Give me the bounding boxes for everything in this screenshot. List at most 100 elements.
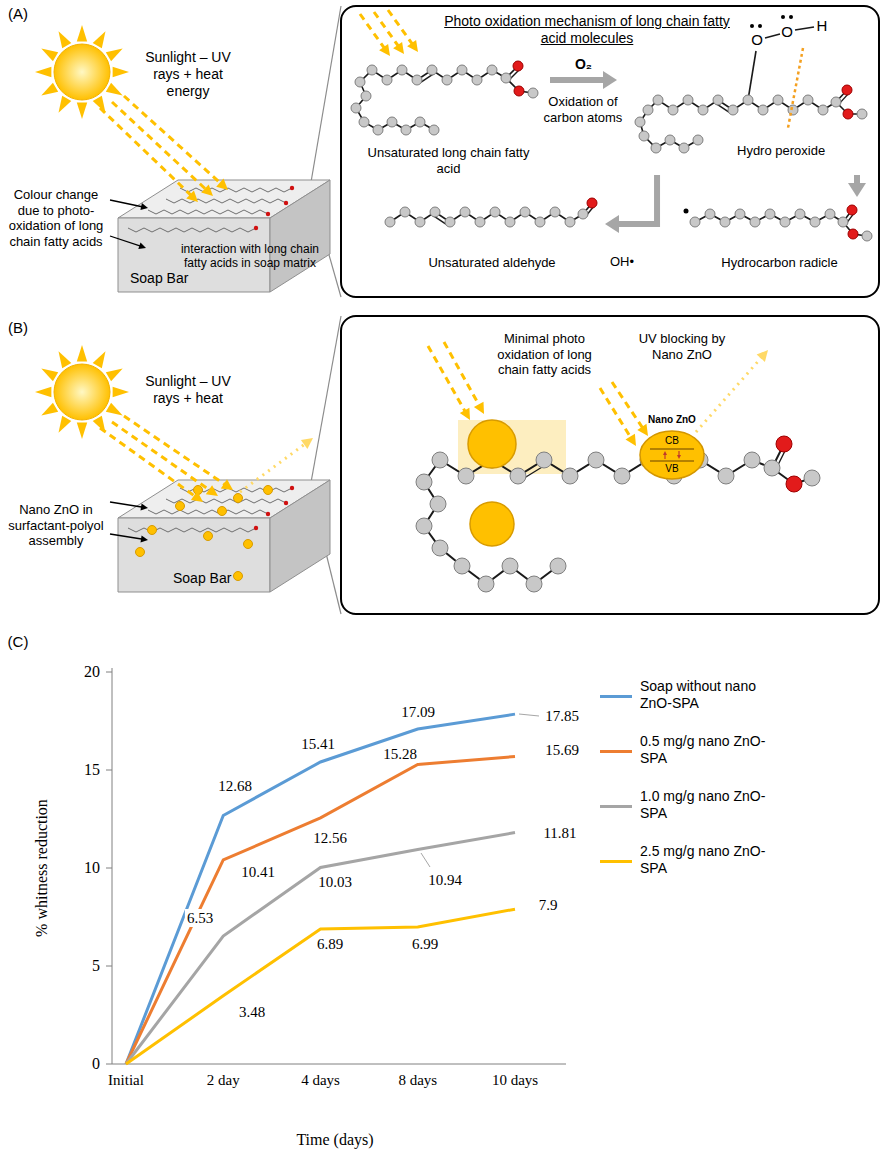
sun-ray [59, 416, 72, 433]
carbon-atom [750, 217, 760, 227]
zoom-line [310, 316, 341, 488]
carbon-atom [351, 103, 361, 113]
zno-nanoparticle [218, 507, 227, 516]
sun-ray [35, 387, 51, 397]
legend-label: Soap without nano ZnO-SPA [640, 678, 785, 712]
carbon-atom [639, 131, 649, 141]
data-label: 7.9 [537, 896, 560, 914]
carbon-atom [475, 217, 485, 227]
carbon-atom [718, 468, 734, 484]
fatty-acid-chain [128, 228, 256, 232]
carbon-atom [430, 207, 440, 217]
uv-rays [428, 342, 768, 446]
band-label: CB [632, 435, 712, 447]
annotation: Sunlight – UV rays + heat energy [133, 49, 243, 99]
sun-ray [93, 351, 106, 368]
sun-ray [93, 31, 106, 48]
zno-nanoparticle [148, 526, 157, 535]
sun-ray [77, 103, 87, 119]
leader-line [421, 853, 430, 867]
carbon-atom [505, 217, 515, 227]
carbon-atom [432, 452, 448, 468]
annotation: Nano ZnO in surfactant-polyol assembly [5, 502, 107, 549]
data-label: 6.99 [410, 935, 440, 953]
carboxyl-head [284, 501, 288, 505]
carbon-atom [416, 518, 432, 534]
radical-label: OH• [610, 254, 634, 270]
tick-mark [106, 966, 112, 967]
fatty-acid-chain [148, 210, 268, 214]
y-axis [112, 668, 113, 1064]
carbon-atom [415, 217, 425, 227]
zno-nanoparticle [244, 540, 253, 549]
arrow-head [605, 215, 619, 233]
zno-nanoparticle [234, 572, 243, 581]
oxygen-atom [847, 205, 857, 215]
data-label: 15.69 [543, 741, 581, 759]
uv-ray [428, 346, 466, 413]
carbon-atom [510, 468, 526, 484]
carbon-atom [643, 105, 653, 115]
annotation: interaction with long chain fatty acids … [180, 242, 320, 271]
sun-ray [59, 96, 72, 113]
axis-title: Time (days) [296, 1130, 373, 1149]
uv-ray [124, 416, 227, 486]
carbon-atom [536, 452, 552, 468]
uv-ray [100, 108, 192, 197]
bar-front-face [118, 518, 270, 592]
callout-arrow [110, 502, 143, 507]
uv-ray-head [379, 44, 390, 56]
bar-side-face [270, 180, 330, 292]
callout-arrow [110, 534, 143, 539]
legend-entry: Soap without nano ZnO-SPA [600, 678, 790, 714]
carbon-atom [355, 77, 365, 87]
sun-ray [106, 403, 123, 416]
reaction-arrow [605, 175, 657, 233]
carbon-atom [728, 105, 738, 115]
bar-side-face [270, 480, 330, 592]
sun-disc [54, 364, 110, 420]
zno-nanoparticle [176, 502, 185, 511]
carbon-atom [460, 207, 470, 217]
oxygen-atom [513, 61, 523, 71]
carbon-atom [397, 65, 407, 75]
carbon-atom [780, 217, 790, 227]
uv-ray-head [216, 179, 228, 191]
annotation: Oxidation of carbon atoms [533, 94, 633, 125]
carboxyl-head [254, 226, 258, 230]
soap-bar: Soap Bar [118, 478, 332, 594]
uv-ray-head [460, 408, 470, 420]
legend-label: 0.5 mg/g nano ZnO-SPA [640, 733, 785, 767]
carboxyl-head [290, 486, 294, 490]
bar-label: Soap Bar [173, 570, 231, 587]
carbon-atom [831, 97, 841, 107]
carbon-atom [382, 75, 392, 85]
carbon-atom [387, 117, 397, 127]
category-label: 4 days [301, 1071, 340, 1089]
tick-label: 15 [84, 760, 100, 779]
legend-swatch [600, 805, 632, 808]
annotation: Sunlight – UV rays + heat [133, 373, 243, 407]
sun-ray [41, 403, 58, 416]
bond [356, 70, 506, 130]
callout-arrow-head [141, 504, 149, 511]
carbon-atom [651, 143, 661, 153]
legend-label: 2.5 mg/g nano ZnO-SPA [640, 843, 785, 877]
carbon-atom [361, 91, 371, 101]
uv-ray [112, 422, 212, 492]
soap-bar: Soap Bar [118, 178, 332, 294]
carbon-atom [773, 95, 783, 105]
tick-mark [106, 868, 112, 869]
bond [424, 460, 772, 584]
carbon-atom [818, 105, 828, 115]
sun-ray [35, 67, 51, 77]
atom-symbol: O [751, 31, 763, 49]
carbon-atom [359, 117, 369, 127]
sun-ray [77, 25, 87, 41]
carbon-atom [528, 88, 538, 98]
carbon-atom [550, 558, 566, 574]
axis-title: % whitness reduction [32, 799, 51, 937]
data-label: 17.09 [399, 703, 437, 721]
arrow-shaft [550, 77, 606, 83]
zno-particle: Nano ZnOCBVB [632, 412, 715, 482]
